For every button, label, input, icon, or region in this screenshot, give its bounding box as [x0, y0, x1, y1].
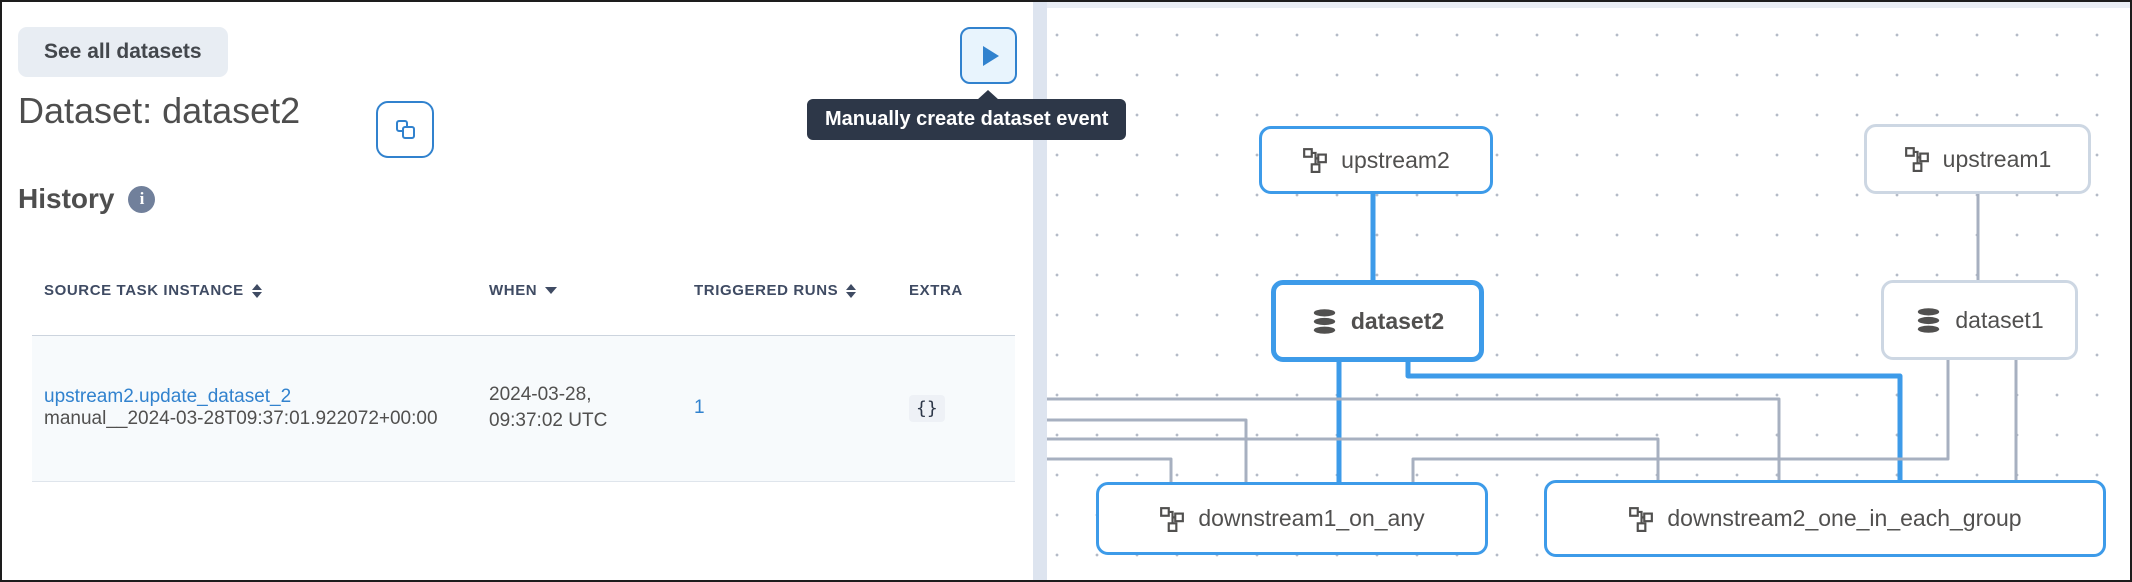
copy-dataset-uri-button[interactable] [376, 101, 434, 158]
dataset-details-panel: See all datasets Dataset: dataset2 Histo… [2, 2, 1033, 580]
dag-icon [1303, 148, 1328, 173]
sort-icon [846, 284, 857, 299]
dataset-graph: upstream2 dataset2 upstream1 [1047, 2, 2130, 580]
column-label: SOURCE TASK INSTANCE [44, 282, 244, 300]
node-label: downstream2_one_in_each_group [1667, 505, 2022, 531]
source-run-id: manual__2024-03-28T09:37:01.922072+00:00 [44, 408, 438, 429]
create-dataset-event-button[interactable] [960, 27, 1017, 84]
node-label: dataset1 [1955, 306, 2044, 333]
column-header-when[interactable]: WHEN [477, 247, 682, 336]
dag-icon [1160, 506, 1185, 532]
cell-triggered-runs: 1 [682, 334, 897, 482]
edge-offscreen-downstream2-a [1047, 397, 1781, 482]
dataset-icon [1313, 308, 1336, 334]
column-header-extra: EXTRA [897, 247, 1015, 336]
sort-icon [251, 284, 262, 299]
extra-value: {} [909, 394, 945, 422]
node-label: upstream1 [1942, 145, 2052, 172]
edge-dataset1-downstream1 [1411, 360, 1950, 484]
triggered-runs-link[interactable]: 1 [694, 397, 705, 418]
edge-dataset2-downstream2 [1405, 360, 1903, 482]
graph-node-upstream2[interactable]: upstream2 [1259, 126, 1493, 194]
cell-source-task-instance: upstream2.update_dataset_2 manual__2024-… [32, 334, 477, 482]
edge-offscreen-downstream2-b [1047, 437, 1660, 482]
graph-edges [1047, 194, 2018, 484]
node-label: upstream2 [1341, 146, 1450, 173]
sort-desc-icon [545, 287, 558, 295]
graph-node-downstream1-on-any[interactable]: downstream1_on_any [1096, 482, 1488, 555]
history-heading: History [18, 183, 115, 214]
copy-icon [393, 118, 417, 142]
cell-extra: {} [897, 334, 1015, 482]
node-label: dataset2 [1350, 307, 1445, 334]
page-title: Dataset: dataset2 [18, 90, 301, 131]
graph-node-downstream2-one-in-each-group[interactable]: downstream2_one_in_each_group [1544, 480, 2106, 557]
column-label: EXTRA [909, 282, 963, 300]
graph-node-upstream1[interactable]: upstream1 [1864, 124, 2091, 194]
column-header-source-task-instance[interactable]: SOURCE TASK INSTANCE [32, 247, 477, 336]
dataset-icon [1918, 307, 1940, 333]
play-icon [982, 45, 999, 66]
edge-offscreen-downstream1-a [1047, 418, 1248, 484]
info-icon[interactable]: i [128, 185, 156, 213]
column-label: TRIGGERED RUNS [694, 282, 839, 300]
cell-when: 2024-03-28, 09:37:02 UTC [477, 334, 682, 482]
node-label: downstream1_on_any [1198, 505, 1425, 531]
graph-node-dataset2[interactable]: dataset2 [1271, 280, 1484, 362]
graph-top-strip [1047, 2, 2130, 8]
dag-icon [1904, 147, 1929, 172]
table-row: upstream2.update_dataset_2 manual__2024-… [32, 334, 1015, 482]
edge-offscreen-downstream1-b [1047, 457, 1173, 484]
column-label: WHEN [489, 282, 538, 300]
panel-resizer[interactable] [1033, 2, 1047, 580]
tooltip: Manually create dataset event [807, 90, 1127, 140]
see-all-datasets-button[interactable]: See all datasets [18, 27, 228, 77]
dag-icon [1629, 506, 1654, 532]
history-table: SOURCE TASK INSTANCE WHEN TRIGGERED RUNS [32, 247, 1015, 482]
graph-node-dataset1[interactable]: dataset1 [1881, 280, 2078, 360]
source-task-instance-link[interactable]: upstream2.update_dataset_2 [44, 386, 292, 407]
column-header-triggered-runs[interactable]: TRIGGERED RUNS [682, 247, 897, 336]
